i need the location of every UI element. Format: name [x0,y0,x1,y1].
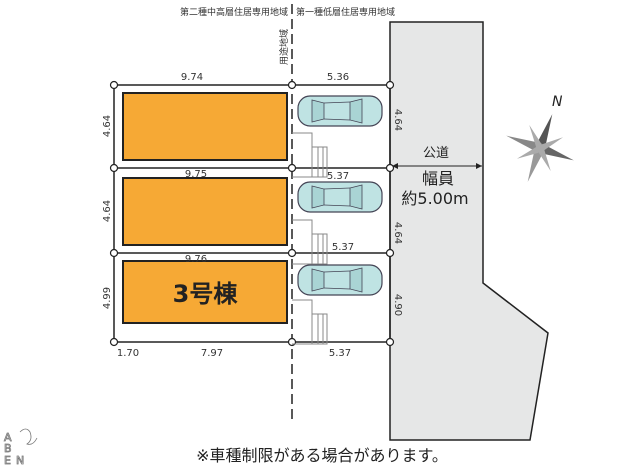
lot-label: 3号棟 [173,280,239,308]
building-1 [122,92,288,161]
dim-row2-top-left: 9.75 [185,169,207,180]
dim-bottom-right: 5.37 [329,348,351,359]
dim-row3-top-right: 5.37 [332,242,354,253]
public-road [389,21,549,441]
svg-text:B: B [4,442,12,455]
survey-points [109,80,395,347]
dim-left-2: 4.64 [102,200,113,222]
car-icon [297,181,383,213]
svg-text:E: E [4,454,11,467]
vehicle-restriction-note: ※車種制限がある場合があります。 [196,446,448,465]
stairs-icon [291,132,328,178]
dim-right-2: 4.64 [392,222,403,244]
svg-text:N: N [16,454,24,467]
dim-bottom-offset: 1.70 [117,348,139,359]
stairs-icon [291,219,328,265]
dim-bottom-left: 7.97 [201,348,223,359]
svg-text:A: A [4,431,12,444]
compass-icon [506,114,574,182]
zone-left-label: 第二種中高層住居専用地域 [180,6,288,18]
building-3 [122,260,288,324]
lot-lines [113,84,391,343]
road-width-label: 幅員 [422,169,454,188]
stairs-icon [291,299,328,345]
dim-left-3: 4.99 [102,287,113,309]
dim-left-1: 4.64 [102,115,113,137]
dim-row2-top-right: 5.37 [327,171,349,182]
dim-right-1: 4.64 [392,109,403,131]
road-width-value: 約5.00m [401,189,468,208]
building-2 [122,177,288,246]
zoning-boundary-label: 用途地域 [278,29,290,65]
dim-row3-top-left: 9.76 [185,254,207,265]
car-icon [297,95,383,127]
dim-row1-top-left: 9.74 [181,72,203,83]
dim-right-3: 4.90 [392,294,403,316]
compass-north-label: N [552,94,563,110]
zone-right-label: 第一種低層住居専用地域 [296,6,395,18]
car-icon [297,264,383,296]
dim-row1-top-right: 5.36 [327,72,349,83]
road-name: 公道 [423,146,449,161]
